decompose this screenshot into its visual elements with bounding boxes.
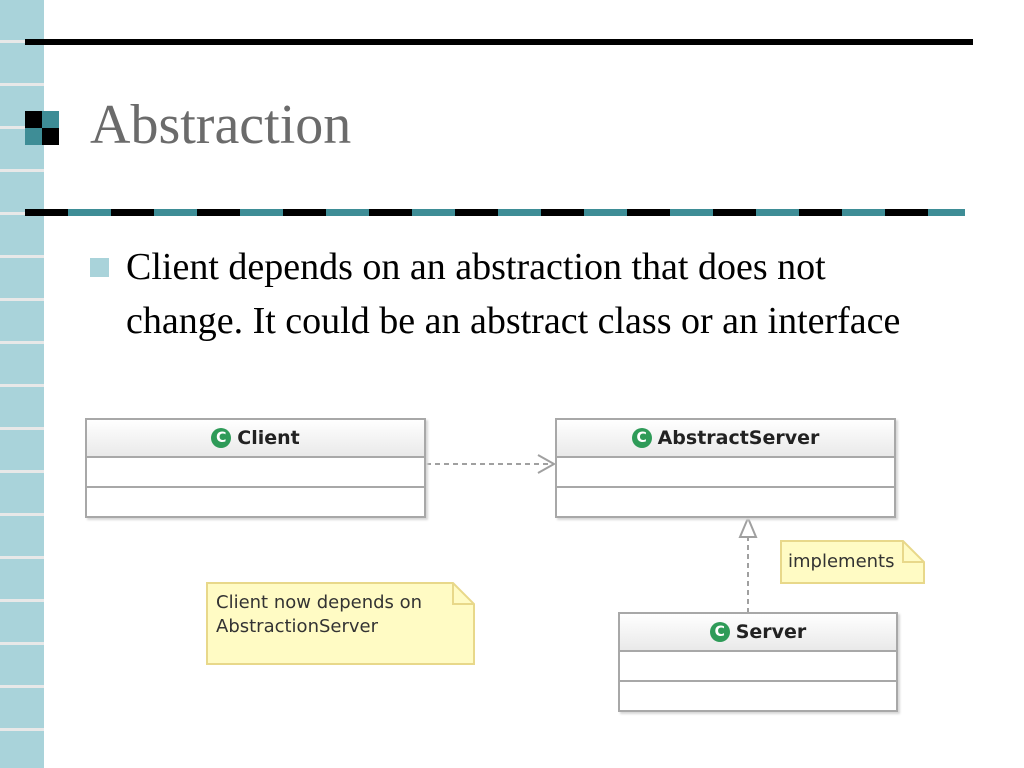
class-header: C Client [87,420,424,458]
note-implements-text: implements [788,551,895,572]
realization-arrowhead [738,515,758,538]
bullet-text: Client depends on an abstraction that do… [126,246,901,342]
note-depends-text: Client now depends on AbstractionServer [216,592,423,637]
class-name: Server [735,621,807,643]
class-abstract-server[interactable]: C AbstractServer [555,418,896,518]
class-header: C Server [620,614,896,652]
class-name: Client [237,427,300,449]
class-methods-section [620,682,896,710]
bullet-square-icon [90,258,109,277]
class-icon: C [211,428,232,448]
class-header: C AbstractServer [557,420,894,458]
note-implements-shape [780,540,925,584]
note-depends-fold [452,583,474,605]
class-name: AbstractServer [657,427,820,449]
slide-title: Abstraction [90,94,352,156]
class-icon: C [631,428,652,448]
class-attributes-section [557,458,894,488]
note-depends-shape [206,582,475,665]
class-icon: C [709,622,730,642]
title-divider [25,209,965,216]
class-client[interactable]: C Client [85,418,426,518]
dependency-arrowhead [537,454,557,474]
checker-square-icon [25,111,59,145]
top-divider [25,39,973,45]
class-attributes-section [620,652,896,682]
class-methods-section [557,488,894,516]
note-implements-fold [902,541,924,563]
class-methods-section [87,488,424,516]
class-server[interactable]: C Server [618,612,898,712]
class-attributes-section [87,458,424,488]
